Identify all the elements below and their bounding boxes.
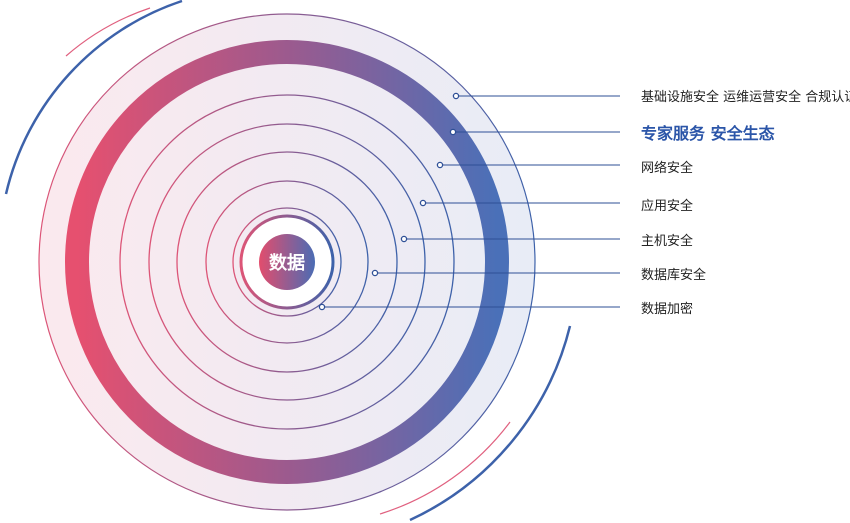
outer-arc-pink-right — [379, 421, 511, 515]
leader-dot-2 — [449, 128, 457, 136]
ring-network — [119, 94, 455, 430]
leader-dot-7 — [318, 303, 326, 311]
ring-encryption — [232, 207, 342, 317]
outer-arc-blue-right — [409, 325, 572, 522]
layer-label-1: 基础设施安全 运维运营安全 合规认证 — [641, 89, 850, 105]
layer-label-6: 数据库安全 — [641, 267, 706, 283]
outer-arc-pink-left — [65, 7, 151, 57]
layer-label-2: 专家服务 安全生态 — [641, 124, 775, 143]
layer-label-3: 网络安全 — [641, 160, 693, 176]
core-disc — [259, 234, 315, 290]
ring-database — [205, 180, 369, 344]
leader-dot-4 — [419, 199, 427, 207]
leader-dot-3 — [436, 161, 444, 169]
outer-arc-blue-left — [4, 0, 183, 195]
thick-band-ring — [65, 40, 509, 484]
layer-label-5: 主机安全 — [641, 233, 693, 249]
leader-dot-6 — [371, 269, 379, 277]
leader-dot-5 — [400, 235, 408, 243]
layer-label-7: 数据加密 — [641, 301, 693, 317]
core-label: 数据 — [269, 252, 305, 274]
layer-label-4: 应用安全 — [641, 198, 693, 214]
leader-dot-1 — [452, 92, 460, 100]
ring-host — [176, 151, 398, 373]
ring-application — [148, 123, 426, 401]
